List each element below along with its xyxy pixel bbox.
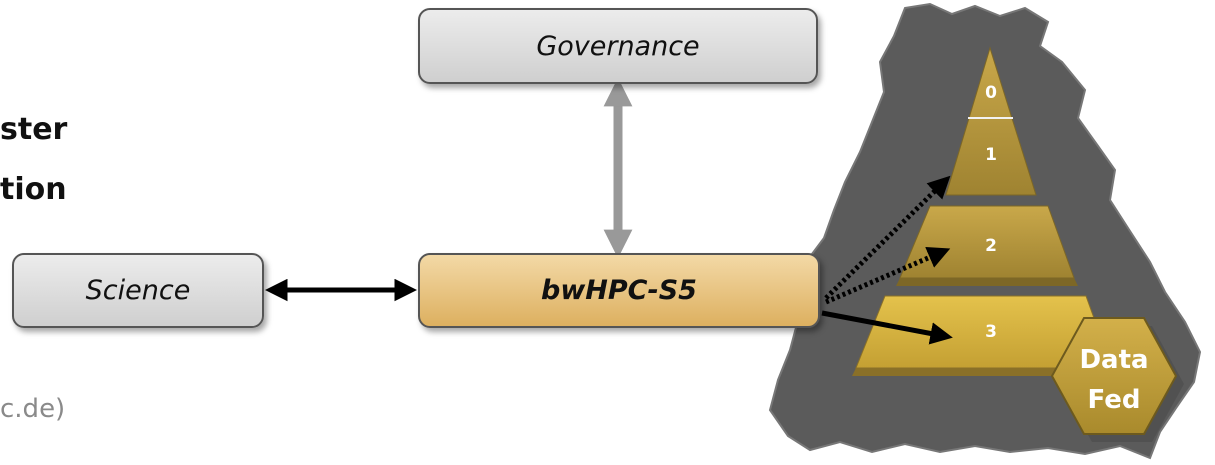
hexagon-line-2: Fed — [1088, 385, 1141, 415]
tier-3-label: 3 — [985, 322, 997, 342]
left-title-line-1: ster — [0, 112, 68, 147]
data-fed-hexagon: Data Fed — [1050, 317, 1184, 442]
science-box: Science — [12, 253, 264, 328]
governance-box: Governance — [418, 8, 818, 84]
tier-2-label: 2 — [985, 236, 997, 256]
arrow-to-tier-3 — [821, 310, 953, 345]
bwhpc-s5-box: bwHPC-S5 — [418, 253, 820, 328]
tier-1-label: 1 — [985, 145, 997, 165]
footer-url-fragment: c.de) — [0, 394, 66, 424]
tier-0-label: 0 — [985, 83, 997, 103]
left-title-line-2: tion — [0, 172, 67, 207]
hexagon-line-1: Data — [1079, 345, 1148, 375]
pyramid-tier-0-1 — [945, 46, 1037, 196]
